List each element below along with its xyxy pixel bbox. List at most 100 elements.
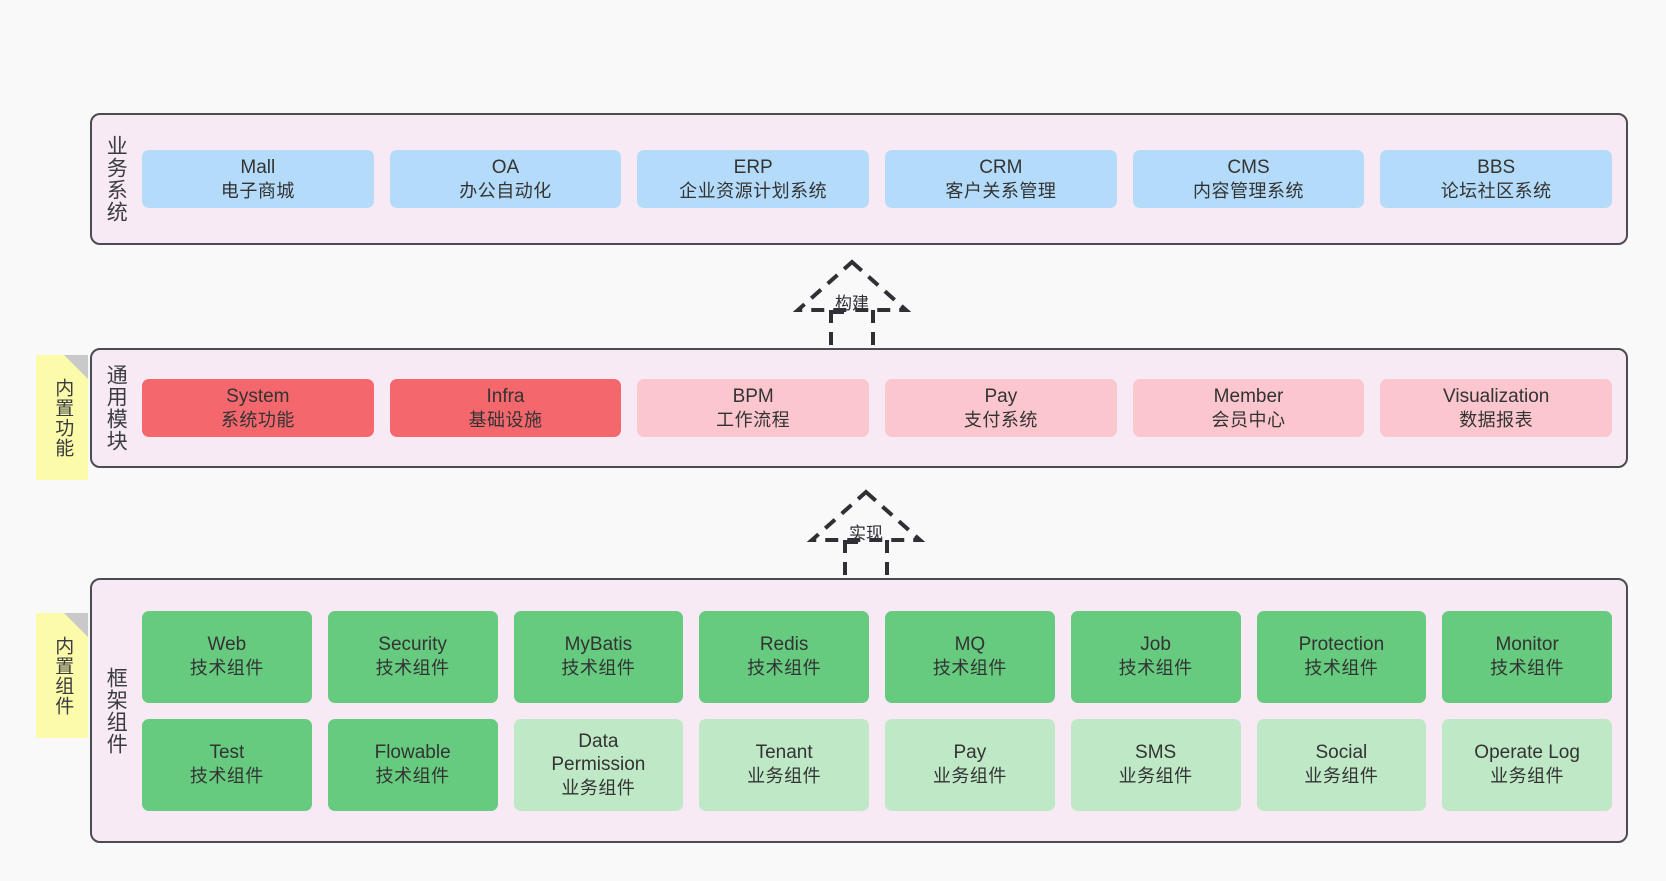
card-erp-en: ERP xyxy=(733,156,773,178)
card-web[interactable]: Web 技术组件 xyxy=(142,610,312,703)
card-crm[interactable]: CRM 客户关系管理 xyxy=(885,149,1117,209)
card-social-cn: 业务组件 xyxy=(1304,766,1379,787)
card-operate-log[interactable]: Operate Log 业务组件 xyxy=(1442,718,1612,811)
card-oa[interactable]: OA 办公自动化 xyxy=(389,149,622,209)
card-mall-en: Mall xyxy=(240,156,276,178)
card-sms[interactable]: SMS 业务组件 xyxy=(1070,718,1241,811)
layer-business-body: Mall 电子商城 OA 办公自动化 ERP 企业资源计划系统 CRM 客户关系… xyxy=(138,115,1626,243)
layer-business-title: 业务系统 xyxy=(104,135,128,223)
card-operate-log-en: Operate Log xyxy=(1474,742,1580,764)
arrow-implement: 实现 xyxy=(770,488,960,584)
card-job-en: Job xyxy=(1140,634,1171,656)
card-operate-log-cn: 业务组件 xyxy=(1490,766,1565,787)
card-mq-en: MQ xyxy=(954,634,986,656)
arrow-implement-label: 实现 xyxy=(849,524,883,543)
card-web-cn: 技术组件 xyxy=(189,658,264,679)
card-bpm[interactable]: BPM 工作流程 xyxy=(637,378,870,438)
card-pay-component-en: Pay xyxy=(953,742,987,764)
card-test-cn: 技术组件 xyxy=(189,766,264,787)
card-mq[interactable]: MQ 技术组件 xyxy=(885,610,1055,703)
card-redis-cn: 技术组件 xyxy=(747,658,822,679)
card-cms-cn: 内容管理系统 xyxy=(1193,180,1305,201)
card-pay-component-cn: 业务组件 xyxy=(932,766,1007,787)
card-bbs-cn: 论坛社区系统 xyxy=(1440,180,1552,201)
card-flowable[interactable]: Flowable 技术组件 xyxy=(327,718,498,811)
layer-common-title: 通用模块 xyxy=(104,364,128,452)
common-card-row: System 系统功能 Infra 基础设施 BPM 工作流程 Pay 支付系统… xyxy=(142,378,1613,438)
layer-common-modules: 通用模块 System 系统功能 Infra 基础设施 BPM 工作流程 Pay xyxy=(90,348,1628,468)
card-mall[interactable]: Mall 电子商城 xyxy=(142,149,374,209)
arrow-implement-glyph xyxy=(806,489,926,584)
layer-framework-components: 框架组件 Web 技术组件 Security 技术组件 MyBatis 技术组件… xyxy=(90,578,1628,843)
layer-business-systems: 业务系统 Mall 电子商城 OA 办公自动化 ERP 企业资源计划系统 CRM xyxy=(90,113,1628,245)
card-member[interactable]: Member 会员中心 xyxy=(1132,378,1365,438)
card-cms[interactable]: CMS 内容管理系统 xyxy=(1132,149,1365,209)
card-mybatis-en: MyBatis xyxy=(564,634,633,656)
card-redis[interactable]: Redis 技术组件 xyxy=(699,610,869,703)
card-tenant[interactable]: Tenant 业务组件 xyxy=(699,718,869,811)
card-erp[interactable]: ERP 企业资源计划系统 xyxy=(637,149,870,209)
card-flowable-en: Flowable xyxy=(374,742,451,764)
card-pay-module-en: Pay xyxy=(984,385,1018,407)
card-data-permission[interactable]: Data Permission 业务组件 xyxy=(513,718,684,811)
card-oa-cn: 办公自动化 xyxy=(459,180,552,201)
card-system-cn: 系统功能 xyxy=(220,409,295,430)
card-data-permission-cn: 业务组件 xyxy=(561,778,636,798)
layer-framework-body: Web 技术组件 Security 技术组件 MyBatis 技术组件 Redi… xyxy=(138,580,1626,841)
card-crm-cn: 客户关系管理 xyxy=(945,180,1057,201)
card-social[interactable]: Social 业务组件 xyxy=(1256,718,1427,811)
card-security-en: Security xyxy=(378,634,447,656)
card-protection-cn: 技术组件 xyxy=(1304,658,1379,679)
card-monitor[interactable]: Monitor 技术组件 xyxy=(1442,610,1612,703)
card-protection[interactable]: Protection 技术组件 xyxy=(1256,610,1427,703)
card-test[interactable]: Test 技术组件 xyxy=(142,718,312,811)
card-mq-cn: 技术组件 xyxy=(932,658,1007,679)
card-tenant-cn: 业务组件 xyxy=(747,766,822,787)
card-pay-module[interactable]: Pay 支付系统 xyxy=(885,378,1117,438)
card-visualization-en: Visualization xyxy=(1443,385,1550,407)
card-job[interactable]: Job 技术组件 xyxy=(1070,610,1241,703)
card-monitor-cn: 技术组件 xyxy=(1490,658,1565,679)
card-erp-cn: 企业资源计划系统 xyxy=(679,180,828,201)
card-redis-en: Redis xyxy=(759,634,809,656)
card-social-en: Social xyxy=(1315,742,1368,764)
card-mybatis[interactable]: MyBatis 技术组件 xyxy=(513,610,684,703)
card-system-en: System xyxy=(226,385,290,407)
card-infra[interactable]: Infra 基础设施 xyxy=(389,378,622,438)
card-monitor-en: Monitor xyxy=(1495,634,1559,656)
card-test-en: Test xyxy=(209,742,245,764)
card-security-cn: 技术组件 xyxy=(375,658,450,679)
card-security[interactable]: Security 技术组件 xyxy=(327,610,498,703)
arrow-build-glyph xyxy=(792,259,912,354)
arrow-build: 构建 xyxy=(756,258,946,354)
note-fold-corner-icon xyxy=(64,613,88,637)
framework-biz-row: Test 技术组件 Flowable 技术组件 Data Permission … xyxy=(142,718,1612,811)
note-builtin-features-label: 内置功能 xyxy=(52,377,74,458)
card-member-cn: 会员中心 xyxy=(1211,409,1286,430)
card-visualization-cn: 数据报表 xyxy=(1459,409,1534,430)
layer-framework-title: 框架组件 xyxy=(104,666,128,755)
card-sms-cn: 业务组件 xyxy=(1118,766,1193,787)
card-system[interactable]: System 系统功能 xyxy=(142,378,374,438)
card-bpm-cn: 工作流程 xyxy=(716,409,791,430)
card-pay-component[interactable]: Pay 业务组件 xyxy=(885,718,1055,811)
layer-common-body: System 系统功能 Infra 基础设施 BPM 工作流程 Pay 支付系统… xyxy=(138,350,1626,466)
card-sms-en: SMS xyxy=(1135,742,1177,764)
card-data-permission-en: Data Permission xyxy=(551,730,646,776)
card-infra-en: Infra xyxy=(486,385,525,407)
card-flowable-cn: 技术组件 xyxy=(375,766,450,787)
card-pay-module-cn: 支付系统 xyxy=(963,409,1038,430)
note-fold-corner-icon xyxy=(64,355,88,379)
note-builtin-components-label: 内置组件 xyxy=(52,635,74,716)
business-card-row: Mall 电子商城 OA 办公自动化 ERP 企业资源计划系统 CRM 客户关系… xyxy=(142,149,1613,209)
card-oa-en: OA xyxy=(491,156,520,178)
note-builtin-components: 内置组件 xyxy=(36,613,88,738)
card-bbs[interactable]: BBS 论坛社区系统 xyxy=(1380,149,1613,209)
card-bbs-en: BBS xyxy=(1477,156,1516,178)
card-bpm-en: BPM xyxy=(732,385,774,407)
card-job-cn: 技术组件 xyxy=(1118,658,1193,679)
card-visualization[interactable]: Visualization 数据报表 xyxy=(1380,378,1613,438)
framework-tech-row: Web 技术组件 Security 技术组件 MyBatis 技术组件 Redi… xyxy=(142,610,1612,703)
card-mall-cn: 电子商城 xyxy=(220,180,295,201)
